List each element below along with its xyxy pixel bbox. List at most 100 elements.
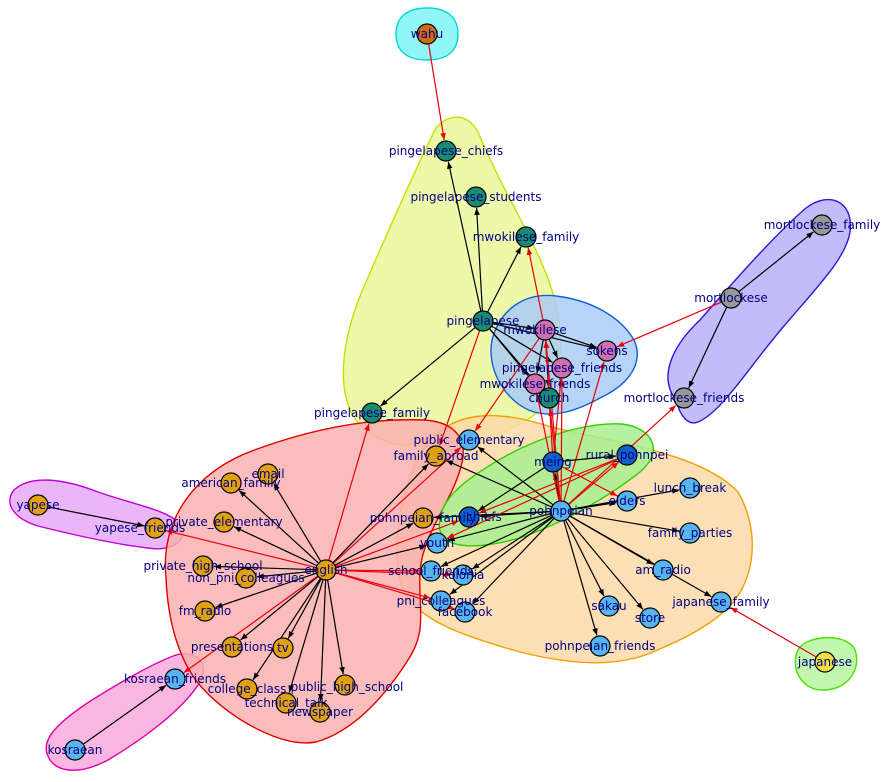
node-mwokilese_family[interactable] <box>515 226 537 248</box>
node-kosraean_friends[interactable] <box>164 668 186 690</box>
node-private_high_school[interactable] <box>192 555 214 577</box>
node-kolonia[interactable] <box>452 564 474 586</box>
edge-pohnpeian-to-family_parties <box>570 512 680 533</box>
node-technical_talk[interactable] <box>275 692 297 714</box>
edge-english-to-tv <box>287 578 322 639</box>
node-school_friends[interactable] <box>420 560 442 582</box>
edge-english-to-presentations <box>240 575 319 641</box>
node-label-technical_talk: technical_talk <box>245 696 328 710</box>
node-private_elementary[interactable] <box>213 511 235 533</box>
edge-pohnpeian-to-youth <box>447 512 552 542</box>
node-label-wahu: wahu <box>411 27 443 41</box>
edge-english-to-private_elementary <box>233 526 318 567</box>
node-label-am_radio: am_radio <box>635 563 691 577</box>
node-mwokilese[interactable] <box>534 319 556 341</box>
node-pingelapese[interactable] <box>472 310 494 332</box>
node-japanese[interactable] <box>814 651 836 673</box>
edge-pohnpeian-to-pohnpeian_family <box>433 510 552 520</box>
node-pingelapese_students[interactable] <box>465 186 487 208</box>
node-tv[interactable] <box>272 637 294 659</box>
node-label-mortlockese_friends: mortlockese_friends <box>624 391 745 405</box>
node-college_class[interactable] <box>236 678 258 700</box>
edge-meing-to-pingelapese_friends <box>553 378 564 453</box>
node-mortlockese_friends[interactable] <box>673 387 695 409</box>
node-church[interactable] <box>538 387 560 409</box>
node-lunch_break[interactable] <box>679 477 701 499</box>
edge-pohnpeian-to-kolonia <box>471 515 553 570</box>
node-label-facebook: facebook <box>438 605 493 619</box>
edge-english-to-kosraean_friends <box>183 575 319 674</box>
node-am_radio[interactable] <box>652 559 674 581</box>
edge-pohnpeian-to-mwokilese <box>543 340 561 502</box>
node-label-kosraean: kosraean <box>48 743 103 757</box>
node-label-pingelapese_family: pingelapese_family <box>314 406 430 420</box>
cluster-hull-mortlockese <box>667 198 852 424</box>
node-rural_pohnpei[interactable] <box>616 444 638 466</box>
node-yapese_friends[interactable] <box>144 517 166 539</box>
node-label-fm_radio: fm_radio <box>179 604 232 618</box>
edge-english-to-fm_radio <box>215 572 317 609</box>
edge-english-to-chiefs <box>335 520 459 568</box>
node-mortlockese[interactable] <box>720 287 742 309</box>
node-japanese_family[interactable] <box>710 591 732 613</box>
node-pingelapese_family[interactable] <box>361 402 383 424</box>
cluster-hulls <box>9 7 858 771</box>
edge-meing-to-rural_pohnpei <box>562 453 617 462</box>
node-public_high_school[interactable] <box>334 674 356 696</box>
node-label-school_friends: school_friends <box>388 564 474 578</box>
node-youth[interactable] <box>426 532 448 554</box>
node-label-sokehs: sokehs <box>586 344 627 358</box>
node-pohnpeian_family[interactable] <box>412 507 434 529</box>
edge-english-to-youth <box>335 544 427 569</box>
node-label-mwokilese: mwokilese <box>503 323 566 337</box>
node-sakau[interactable] <box>598 595 620 617</box>
node-family_abroad[interactable] <box>425 445 447 467</box>
node-presentations[interactable] <box>221 636 243 658</box>
node-label-pni_colleagues: pni_colleagues <box>397 594 486 608</box>
node-pni_colleagues[interactable] <box>430 590 452 612</box>
node-pingelapese_friends[interactable] <box>551 357 573 379</box>
node-facebook[interactable] <box>454 601 476 623</box>
node-pingelapese_chiefs[interactable] <box>435 140 457 162</box>
node-sokehs[interactable] <box>596 340 618 362</box>
edge-pingelapese-to-pingelapese_students <box>474 207 483 312</box>
edge-english-to-technical_talk <box>288 579 324 693</box>
edge-pingelapese-to-mwokilese <box>492 321 535 331</box>
node-chiefs[interactable] <box>458 506 480 528</box>
node-non_pni_colleagues[interactable] <box>235 567 257 589</box>
node-mortlockese_family[interactable] <box>811 214 833 236</box>
node-yapese[interactable] <box>27 494 49 516</box>
node-fm_radio[interactable] <box>194 600 216 622</box>
node-american_family[interactable] <box>220 472 242 494</box>
node-store[interactable] <box>639 607 661 629</box>
node-newspaper[interactable] <box>309 701 331 723</box>
node-mwokilese_friends[interactable] <box>524 373 546 395</box>
node-email[interactable] <box>257 463 279 485</box>
node-kosraean[interactable] <box>64 739 86 761</box>
node-meing[interactable] <box>542 451 564 473</box>
node-wahu[interactable] <box>416 23 438 45</box>
node-label-pingelapese_friends: pingelapese_friends <box>502 361 622 375</box>
edge-pohnpeian-to-japanese_family <box>569 515 712 598</box>
edge-mwokilese-to-pingelapese_friends <box>548 338 559 359</box>
node-label-email: email <box>251 467 284 481</box>
node-elders[interactable] <box>616 490 638 512</box>
node-label-store: store <box>635 611 665 625</box>
node-family_parties[interactable] <box>679 522 701 544</box>
edge-mwokilese-to-mwokilese_family <box>526 247 544 321</box>
node-pohnpeian_friends[interactable] <box>589 635 611 657</box>
node-label-public_elementary: public_elementary <box>414 433 525 447</box>
node-label-public_high_school: public_high_school <box>291 680 404 694</box>
edge-rural_pohnpei-to-chiefs <box>478 458 618 514</box>
node-label-church: church <box>529 391 570 405</box>
edge-yapese-to-yapese_friends <box>47 506 145 528</box>
node-public_elementary[interactable] <box>458 429 480 451</box>
node-label-pingelapese_chiefs: pingelapese_chiefs <box>389 144 503 158</box>
edge-pingelapese-to-pingelapese_family <box>380 326 476 407</box>
node-label-rural_pohnpei: rural_pohnpei <box>586 448 669 462</box>
edge-mwokilese-to-sokehs <box>554 332 597 349</box>
node-english[interactable] <box>315 559 337 581</box>
edge-english-to-pohnpeian_family <box>334 522 414 566</box>
node-pohnpeian[interactable] <box>550 500 572 522</box>
